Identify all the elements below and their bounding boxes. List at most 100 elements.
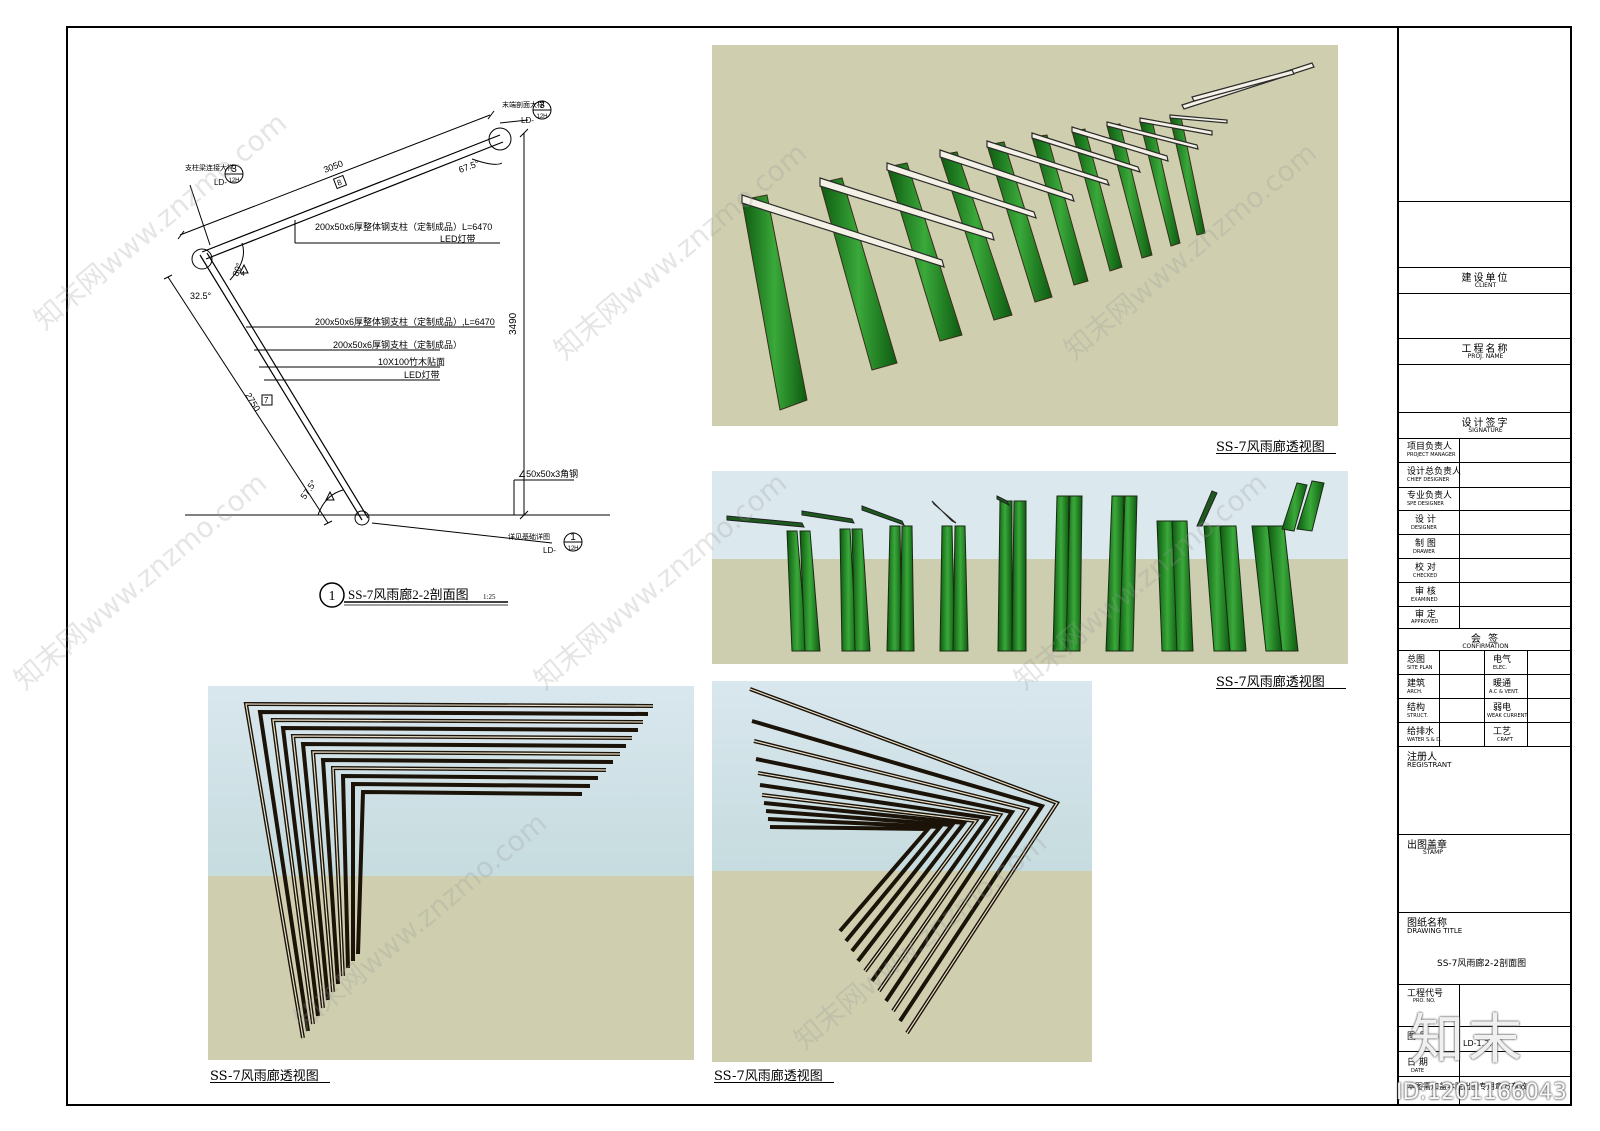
role-label-en: CHECKED: [1413, 573, 1438, 579]
confirmation-label: 会 签: [1470, 634, 1501, 645]
section-scale: 1:25: [483, 593, 496, 601]
role-label: 校 对: [1415, 563, 1436, 573]
label-beam-a: 200x50x6厚整体钢支柱（定制成品）L=6470: [315, 221, 492, 232]
role-label: 制 图: [1415, 539, 1436, 549]
detail-no-bottom: 1: [570, 532, 576, 543]
label-led-b: LED灯带: [404, 370, 440, 380]
discipline-label-en: A.C & VENT.: [1489, 689, 1519, 695]
caption-underline-4: [714, 1082, 834, 1083]
discipline-label: 结构: [1407, 703, 1426, 713]
confirmation-label-en: CONFIRMATION: [1462, 643, 1509, 650]
role-label-en: PROJECT MANAGER: [1407, 452, 1456, 458]
section-title: SS-7风雨廊2-2剖面图: [348, 587, 469, 602]
sheet-left: 12H: [228, 178, 239, 184]
footer-note: 本图需加盖本院出图专用章方有效: [1407, 1082, 1527, 1091]
tag-7: 7: [264, 396, 269, 405]
registrant-label: 注册人: [1407, 752, 1437, 763]
role-label-en: EXAMINED: [1411, 597, 1438, 603]
sheet-no-label: 图 号: [1407, 1032, 1428, 1042]
role-label-en: DRAWER: [1413, 549, 1435, 555]
caption-underline-1: [1216, 453, 1336, 454]
discipline-label: 弱电: [1493, 703, 1512, 713]
sheet-bottom: 12H: [567, 546, 578, 552]
angle-575: 57.5°: [298, 478, 319, 501]
top-callout: 末端剖面大样: [502, 100, 544, 109]
discipline-label-en: CRAFT: [1497, 737, 1514, 743]
role-label-en: SPE DESIGNER: [1407, 501, 1444, 507]
section-drawing: 3 12H 3 12H 1 12H 支柱梁连接大样 LD- 末端剖面大样 LD-…: [163, 100, 610, 555]
role-label: 设 计: [1415, 515, 1436, 525]
label-bamboo: 10X100竹木贴面: [378, 356, 445, 367]
client-label: 建设单位: [1461, 273, 1510, 284]
label-steel: 200x50x6厚钢支柱（定制成品）: [333, 339, 462, 350]
signature-label-en: SIGNATURE: [1468, 427, 1503, 434]
date-label-en: DATE: [1411, 1068, 1425, 1074]
stamp-label-en: STAMP: [1423, 849, 1443, 856]
drawing-title-label: 图纸名称: [1407, 918, 1447, 929]
role-label: 审 定: [1415, 610, 1436, 620]
title-block: 建设单位 CLIENT 工程名称 PROJ. NAME 设计签字 SIGNATU…: [1397, 26, 1572, 1106]
date-label: 日 期: [1407, 1058, 1428, 1068]
discipline-label: 建筑: [1407, 679, 1426, 689]
discipline-label-en: WEAK CURRENT: [1487, 713, 1528, 719]
left-callout: 支柱梁连接大样: [185, 163, 234, 172]
watermark-id: ID:1201166043: [1396, 1080, 1567, 1105]
detail-no-left: 3: [231, 164, 237, 175]
proj-no-label-en: PRO. NO.: [1413, 998, 1436, 1004]
discipline-label-en: SITE PLAN: [1407, 665, 1433, 671]
proj-no-label: 工程代号: [1407, 989, 1444, 999]
client-label-en: CLIENT: [1474, 282, 1497, 289]
section-no: 1: [329, 589, 336, 604]
ld-top: LD-: [521, 116, 534, 125]
label-column: 200x50x6厚整体钢支柱（定制成品）,L=6470: [315, 316, 495, 327]
caption-underline-2: [1216, 688, 1346, 689]
caption-view-3: SS-7风雨廊透视图: [210, 1069, 319, 1084]
role-label: 设计总负责人: [1407, 467, 1462, 477]
bottom-callout: 详见基础详图: [508, 532, 550, 541]
role-label: 审 核: [1415, 587, 1436, 597]
discipline-label: 暖通: [1493, 679, 1512, 689]
angle-325: 32.5°: [190, 291, 212, 301]
tag-8: 8: [336, 178, 344, 188]
perspective-view-2: [712, 471, 1348, 664]
drawing-frame: [66, 26, 1572, 1106]
label-led-a: LED灯带: [440, 234, 476, 244]
registrant-label-en: REGISTRANT: [1407, 761, 1452, 769]
discipline-label-en: WATER S.& D.: [1407, 737, 1442, 743]
detail-no-top: 3: [539, 100, 545, 111]
discipline-label: 工艺: [1493, 727, 1512, 737]
caption-view-4: SS-7风雨廊透视图: [714, 1069, 823, 1084]
sheet-top: 12H: [536, 114, 547, 120]
discipline-label: 给排水: [1407, 727, 1435, 737]
signature-label: 设计签字: [1461, 418, 1510, 429]
angle-80: 80°: [230, 261, 244, 278]
angle-675: 67.5°: [457, 158, 481, 175]
discipline-label-en: ELEC.: [1493, 665, 1508, 671]
ld-bottom: LD-: [543, 546, 556, 555]
dim-3490: 3490: [508, 312, 519, 335]
caption-view-2: SS-7风雨廊透视图: [1216, 675, 1325, 690]
watermark-logo: 知末: [1410, 1008, 1526, 1071]
perspective-view-3: [208, 686, 694, 1060]
sheet-no-value: LD-1.2.9: [1463, 1039, 1497, 1048]
role-label-en: CHIEF DESIGNER: [1407, 477, 1450, 483]
role-label-en: APPROVED: [1411, 619, 1439, 625]
caption-underline-3: [210, 1082, 330, 1083]
label-angle: ∠50x50x3角钢: [518, 468, 578, 479]
tri-4: 4: [241, 271, 245, 278]
ld-left: LD-: [214, 178, 227, 187]
drawing-title-value: SS-7风雨廊2-2剖面图: [1437, 959, 1527, 969]
discipline-label: 总图: [1407, 655, 1426, 665]
caption-view-1: SS-7风雨廊透视图: [1216, 440, 1325, 455]
role-label: 专业负责人: [1407, 491, 1453, 501]
proj-name-label-en: PROJ. NAME: [1467, 353, 1504, 360]
drawing-title-label-en: DRAWING TITLE: [1407, 927, 1463, 935]
role-label-en: DESIGNER: [1411, 525, 1437, 531]
discipline-label-en: STRUCT.: [1407, 713, 1428, 719]
dim-2750: 2750: [243, 391, 262, 413]
section-title-block: 1 SS-7风雨廊2-2剖面图 1:25: [319, 582, 508, 608]
perspective-view-1: [712, 45, 1338, 426]
proj-name-label: 工程名称: [1461, 344, 1510, 355]
stamp-label: 出图盖章: [1407, 840, 1447, 851]
discipline-label: 电气: [1493, 655, 1512, 665]
